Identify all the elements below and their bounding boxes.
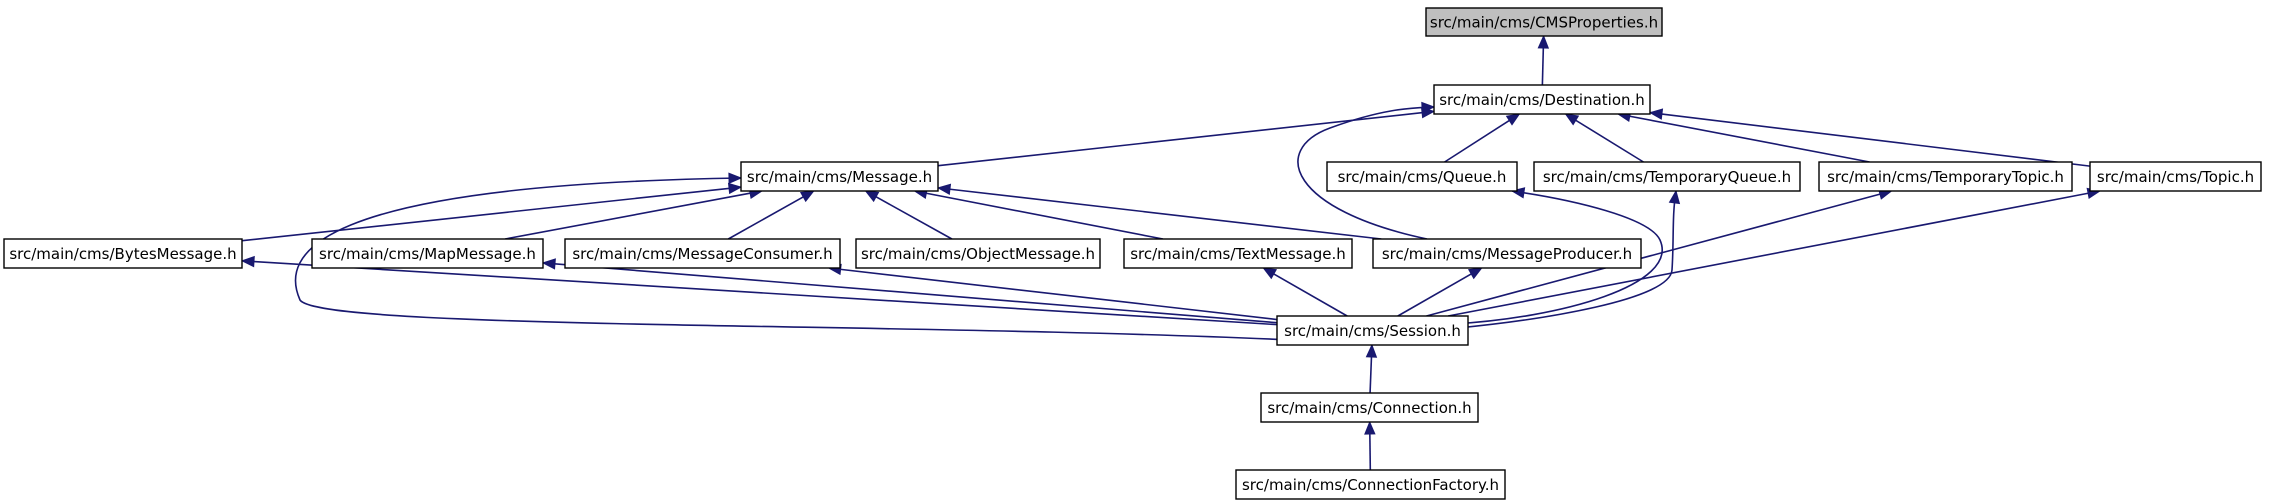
arrowhead [864, 190, 880, 203]
edge-messageproducer-to-message [936, 183, 1382, 240]
edge-temporaryqueue-to-destination [1564, 113, 1644, 163]
node-box [1818, 161, 2073, 192]
node-box [1235, 469, 1506, 500]
arrowhead [1537, 34, 1550, 49]
edge-connection-to-session [1365, 343, 1378, 394]
node-destination[interactable]: src/main/cms/Destination.h [1433, 84, 1651, 115]
edge-bytesmessage-to-message [241, 182, 743, 242]
node-objectmessage[interactable]: src/main/cms/ObjectMessage.h [855, 238, 1101, 269]
node-label: src/main/cms/Queue.h [1338, 168, 1507, 186]
node-box [3, 238, 243, 269]
edge-textmessage-to-message [913, 187, 1164, 240]
node-label: src/main/cms/Session.h [1284, 322, 1461, 340]
arrowhead [1467, 267, 1483, 280]
node-label: src/main/cms/Message.h [747, 168, 932, 186]
edge-session-to-messageproducer [1397, 267, 1483, 317]
node-box [1372, 238, 1642, 269]
node-cmsproperties[interactable]: src/main/cms/CMSProperties.h [1425, 7, 1663, 37]
arrowhead [240, 255, 255, 268]
node-temporaryqueue[interactable]: src/main/cms/TemporaryQueue.h [1533, 161, 1801, 192]
node-box [740, 161, 939, 192]
node-mapmessage[interactable]: src/main/cms/MapMessage.h [311, 238, 544, 269]
node-queue[interactable]: src/main/cms/Queue.h [1326, 161, 1518, 192]
node-topic[interactable]: src/main/cms/Topic.h [2089, 161, 2262, 192]
arrowhead [1564, 113, 1580, 126]
node-label: src/main/cms/TextMessage.h [1130, 245, 1346, 263]
node-box [1425, 7, 1663, 37]
arrowhead [1505, 113, 1521, 126]
arrowhead [727, 182, 743, 195]
node-connectionfactory[interactable]: src/main/cms/ConnectionFactory.h [1235, 469, 1506, 500]
node-box [1326, 161, 1518, 192]
edge-message-to-destination [937, 106, 1436, 167]
node-session[interactable]: src/main/cms/Session.h [1276, 315, 1469, 346]
arrowhead [728, 172, 743, 184]
arrowhead [1648, 108, 1664, 120]
node-label: src/main/cms/MessageConsumer.h [572, 245, 832, 263]
node-box [1433, 84, 1651, 115]
node-bytesmessage[interactable]: src/main/cms/BytesMessage.h [3, 238, 243, 269]
node-box [1533, 161, 1801, 192]
edge-topic-to-destination [1648, 108, 2091, 167]
node-box [564, 238, 841, 269]
edge-session-to-textmessage [1262, 267, 1348, 317]
arrowhead [936, 183, 952, 196]
node-box [855, 238, 1101, 269]
edge-session-to-temporaryqueue [1457, 189, 1681, 329]
edge-session-to-mapmessage [541, 258, 1278, 324]
edge-destination-to-cmsproperties [1537, 34, 1550, 86]
node-label: src/main/cms/MessageProducer.h [1382, 245, 1632, 263]
edge-messageproducer-to-destination [1297, 101, 1436, 240]
node-box [1276, 315, 1469, 346]
node-textmessage[interactable]: src/main/cms/TextMessage.h [1123, 238, 1353, 269]
node-label: src/main/cms/TemporaryQueue.h [1543, 168, 1791, 186]
arrowhead [1421, 101, 1436, 114]
node-box [2089, 161, 2262, 192]
edge-mapmessage-to-message [504, 187, 764, 240]
node-temporarytopic[interactable]: src/main/cms/TemporaryTopic.h [1818, 161, 2073, 192]
node-label: src/main/cms/ConnectionFactory.h [1242, 476, 1499, 494]
node-box [311, 238, 544, 269]
node-box [1123, 238, 1353, 269]
node-box [1260, 392, 1479, 423]
nodes-layer: src/main/cms/CMSProperties.h src/main/cms… [3, 7, 2262, 500]
node-label: src/main/cms/ObjectMessage.h [861, 245, 1095, 263]
arrowhead [799, 190, 815, 203]
node-messageproducer[interactable]: src/main/cms/MessageProducer.h [1372, 238, 1642, 269]
node-label: src/main/cms/CMSProperties.h [1430, 14, 1658, 32]
edges-layer [240, 34, 2102, 471]
node-label: src/main/cms/BytesMessage.h [9, 245, 236, 263]
edge-messageconsumer-to-message [727, 190, 815, 240]
node-label: src/main/cms/MapMessage.h [319, 245, 536, 263]
arrowhead [1365, 343, 1378, 358]
edge-objectmessage-to-message [864, 190, 953, 240]
arrowhead [1364, 420, 1376, 435]
node-label: src/main/cms/Destination.h [1439, 91, 1645, 109]
arrowhead [541, 258, 556, 270]
arrowhead [1262, 267, 1278, 280]
edge-session-to-bytesmessage [240, 255, 1278, 326]
edge-queue-to-destination [1444, 113, 1521, 163]
node-messageconsumer[interactable]: src/main/cms/MessageConsumer.h [564, 238, 841, 269]
edge-connectionfactory-to-connection [1364, 420, 1376, 471]
node-label: src/main/cms/TemporaryTopic.h [1827, 168, 2064, 186]
node-connection[interactable]: src/main/cms/Connection.h [1260, 392, 1479, 423]
node-label: src/main/cms/Connection.h [1267, 399, 1471, 417]
edge-session-to-message [294, 172, 1293, 341]
edge-temporarytopic-to-destination [1616, 110, 1870, 163]
node-label: src/main/cms/Topic.h [2097, 168, 2254, 186]
arrowhead [1668, 189, 1681, 205]
node-message[interactable]: src/main/cms/Message.h [740, 161, 939, 192]
